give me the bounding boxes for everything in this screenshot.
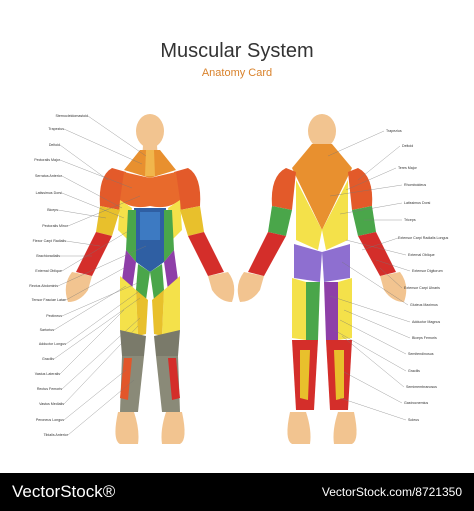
watermark-url: VectorStock.com/8721350 bbox=[321, 485, 462, 499]
front-label: Pectineus bbox=[46, 314, 62, 318]
back-label: Extensor Digitorum bbox=[412, 269, 443, 273]
back-label: Semitendinosus bbox=[408, 352, 434, 356]
back-label: Rhomboideus bbox=[404, 183, 427, 187]
back-label: Latissimus Dorsi bbox=[404, 201, 431, 205]
watermark-brand: VectorStock® bbox=[12, 482, 116, 501]
front-label: Latissimus Dorsi bbox=[35, 191, 62, 195]
back-label: Gracilis bbox=[408, 369, 420, 373]
page-subtitle: Anatomy Card bbox=[201, 67, 273, 79]
front-label: Sternocleidomastoid bbox=[55, 114, 88, 118]
front-label: Tibialis Anterior bbox=[43, 433, 68, 437]
front-label: Pectoralis Minor bbox=[42, 224, 68, 228]
back-label: Trapezius bbox=[386, 129, 402, 133]
front-label: Vastus Lateralis bbox=[34, 372, 60, 376]
front-label: Adductor Longus bbox=[38, 342, 66, 346]
front-leader-lines bbox=[53, 115, 147, 436]
front-label: Biceps bbox=[47, 208, 58, 212]
front-label: External Oblique bbox=[35, 269, 62, 273]
front-label: Rectus Femoris bbox=[36, 387, 62, 391]
front-label: Sartorius bbox=[39, 328, 54, 332]
front-label: Rectus Abdominis bbox=[29, 284, 58, 288]
back-label: Soleus bbox=[408, 418, 419, 422]
front-label: Tensor Fasciae Latae bbox=[31, 298, 66, 302]
front-label: Vastus Medialis bbox=[39, 402, 64, 406]
back-label: External Oblique bbox=[408, 253, 435, 257]
back-label: Triceps bbox=[404, 218, 416, 222]
front-label: Gracilis bbox=[42, 357, 54, 361]
back-label: Biceps Femoris bbox=[412, 336, 437, 340]
back-leader-lines bbox=[327, 130, 411, 421]
back-label: Gastrocnemius bbox=[404, 401, 429, 405]
front-label: Serratus Anterior bbox=[35, 174, 62, 178]
front-label: Flexor Carpi Radialis bbox=[32, 239, 66, 243]
back-body-figure bbox=[237, 114, 407, 444]
back-label: Teres Major bbox=[398, 166, 417, 170]
back-label: Extensor Carpi Radialis Longus bbox=[398, 236, 449, 240]
page-title: Muscular System bbox=[160, 40, 314, 62]
front-body-figure bbox=[65, 114, 235, 444]
back-label: Gluteus Maximus bbox=[410, 303, 438, 307]
back-label: Extensor Carpi Ulnaris bbox=[404, 286, 440, 290]
watermark-bar: VectorStock® VectorStock.com/8721350 bbox=[0, 473, 474, 511]
front-label: Deltoid bbox=[48, 143, 60, 147]
front-label: Brachioradialis bbox=[36, 254, 60, 258]
back-label: Deltoid bbox=[402, 144, 414, 148]
front-label: Peroneus Longus bbox=[35, 418, 64, 422]
front-label: Pectoralis Major bbox=[34, 158, 60, 162]
back-label: Adductor Magnus bbox=[412, 320, 441, 324]
back-label: Semimembranosus bbox=[406, 385, 437, 389]
front-label: Trapezius bbox=[48, 127, 64, 131]
